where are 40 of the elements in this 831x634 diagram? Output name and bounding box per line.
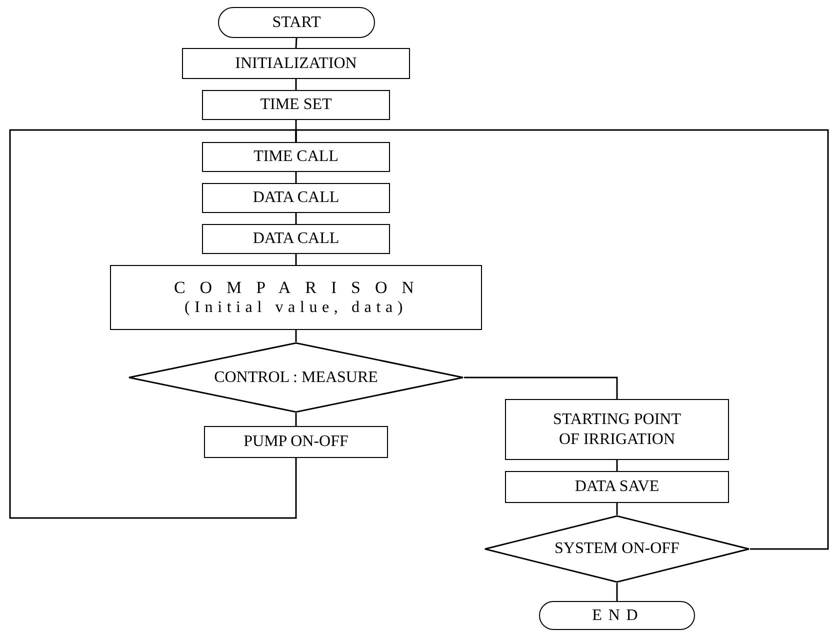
process-box — [505, 399, 729, 460]
process-box — [202, 183, 390, 213]
node-text: END — [591, 606, 646, 626]
connector-line — [295, 129, 829, 550]
process-box — [204, 426, 388, 458]
connector-line — [295, 213, 297, 224]
node-text: TIME CALL — [252, 147, 340, 167]
connector-line — [464, 376, 618, 399]
node-text: SYSTEM ON-OFF — [554, 539, 680, 559]
node-text: PUMP ON-OFF — [242, 432, 350, 452]
connector-line — [616, 583, 618, 601]
terminal-box — [539, 601, 695, 630]
node-text: DATA SAVE — [574, 477, 660, 497]
node-text: STARTING POINT OF IRRIGATION — [552, 410, 682, 450]
process-box — [110, 265, 482, 330]
decision-diamond — [128, 342, 464, 413]
process-box — [182, 48, 410, 79]
node-text: (Initial value, data) — [184, 298, 408, 318]
node-text: TIME SET — [259, 95, 333, 115]
process-box — [505, 471, 729, 503]
node-text: COMPARISON — [173, 276, 430, 298]
connector-line — [295, 172, 297, 183]
connector-line — [295, 330, 297, 342]
node-text: INITIALIZATION — [234, 54, 358, 74]
connector-line — [295, 254, 297, 265]
node-text: START — [271, 12, 322, 32]
process-box — [202, 90, 390, 120]
connector-line — [295, 38, 298, 48]
node-text: DATA CALL — [252, 188, 340, 208]
connector-line — [295, 413, 297, 426]
process-box — [202, 142, 390, 172]
process-box — [202, 224, 390, 254]
connector-line — [295, 79, 297, 90]
connector-line — [616, 460, 618, 471]
node-text: CONTROL : MEASURE — [213, 368, 379, 388]
connector-line — [9, 129, 297, 519]
connector-line — [616, 503, 618, 515]
decision-diamond — [484, 515, 750, 583]
node-text: DATA CALL — [252, 229, 340, 249]
terminal-box — [218, 7, 375, 38]
